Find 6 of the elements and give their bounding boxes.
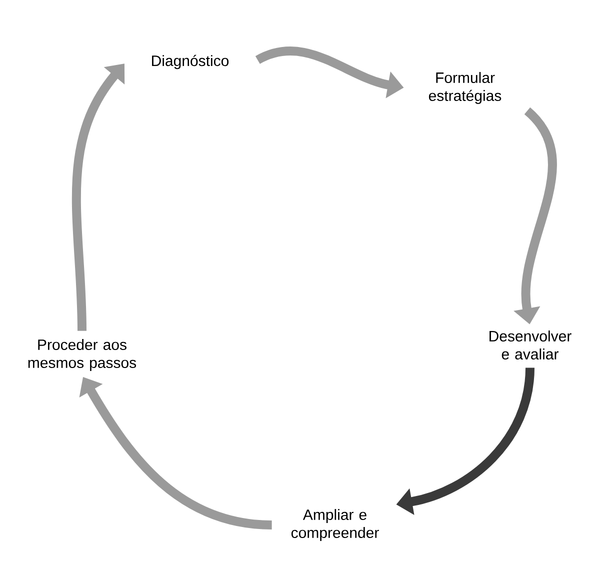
- step-label: Ampliar e compreender: [291, 509, 379, 541]
- step-label: Proceder aos mesmos passos: [28, 339, 136, 371]
- step-label: Diagnóstico: [152, 54, 229, 70]
- step-label: Desenvolver e avaliar: [490, 330, 572, 360]
- step-label: Formular estratégias: [428, 72, 502, 104]
- curved-arrow: [72, 64, 125, 331]
